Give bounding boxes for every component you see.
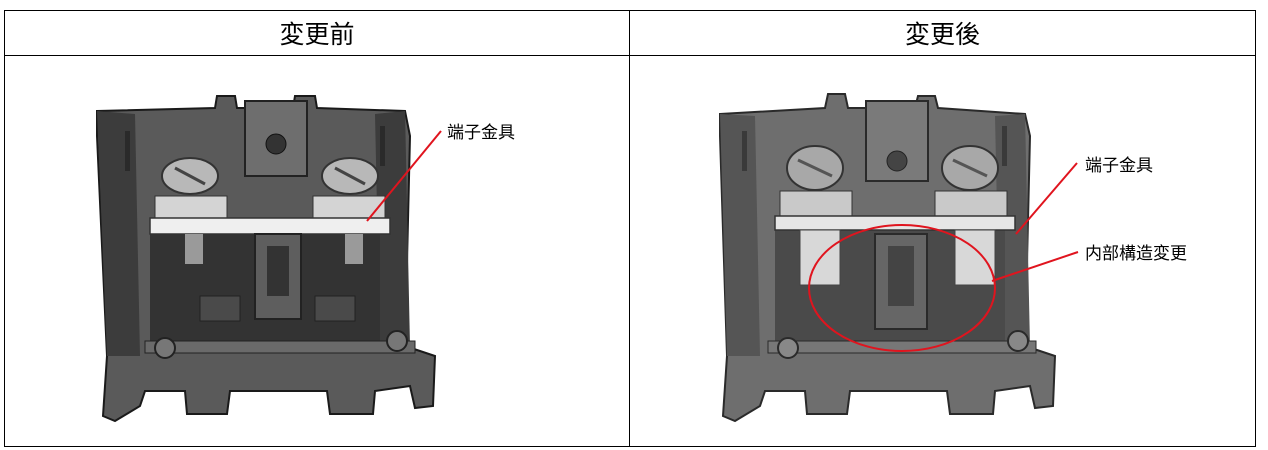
image-row: 端子金具 bbox=[4, 55, 1256, 447]
internal-change-highlight bbox=[808, 224, 996, 352]
callout-terminal-fitting-after: 端子金具 bbox=[1085, 156, 1153, 176]
callout-terminal-fitting-before: 端子金具 bbox=[447, 123, 515, 143]
header-after: 変更後 bbox=[629, 10, 1256, 56]
header-before: 変更前 bbox=[4, 10, 630, 56]
terminal-block-before-illustration bbox=[96, 95, 437, 423]
comparison-sheet: 変更前 変更後 bbox=[4, 10, 1256, 448]
cell-before: 端子金具 bbox=[4, 55, 630, 447]
cell-after: 端子金具 内部構造変更 bbox=[629, 55, 1256, 447]
callout-internal-structure-change: 内部構造変更 bbox=[1085, 244, 1187, 264]
terminal-block-after-image bbox=[719, 93, 1079, 423]
callout-leader-after-bottom bbox=[991, 251, 1079, 282]
callout-leader-after-top bbox=[1015, 162, 1078, 235]
callout-leader-before bbox=[366, 130, 442, 222]
terminal-block-after-illustration bbox=[719, 93, 1057, 423]
header-row: 変更前 変更後 bbox=[4, 10, 1256, 56]
comparison-table: 変更前 変更後 bbox=[4, 10, 1256, 447]
terminal-block-before-image bbox=[96, 95, 442, 423]
